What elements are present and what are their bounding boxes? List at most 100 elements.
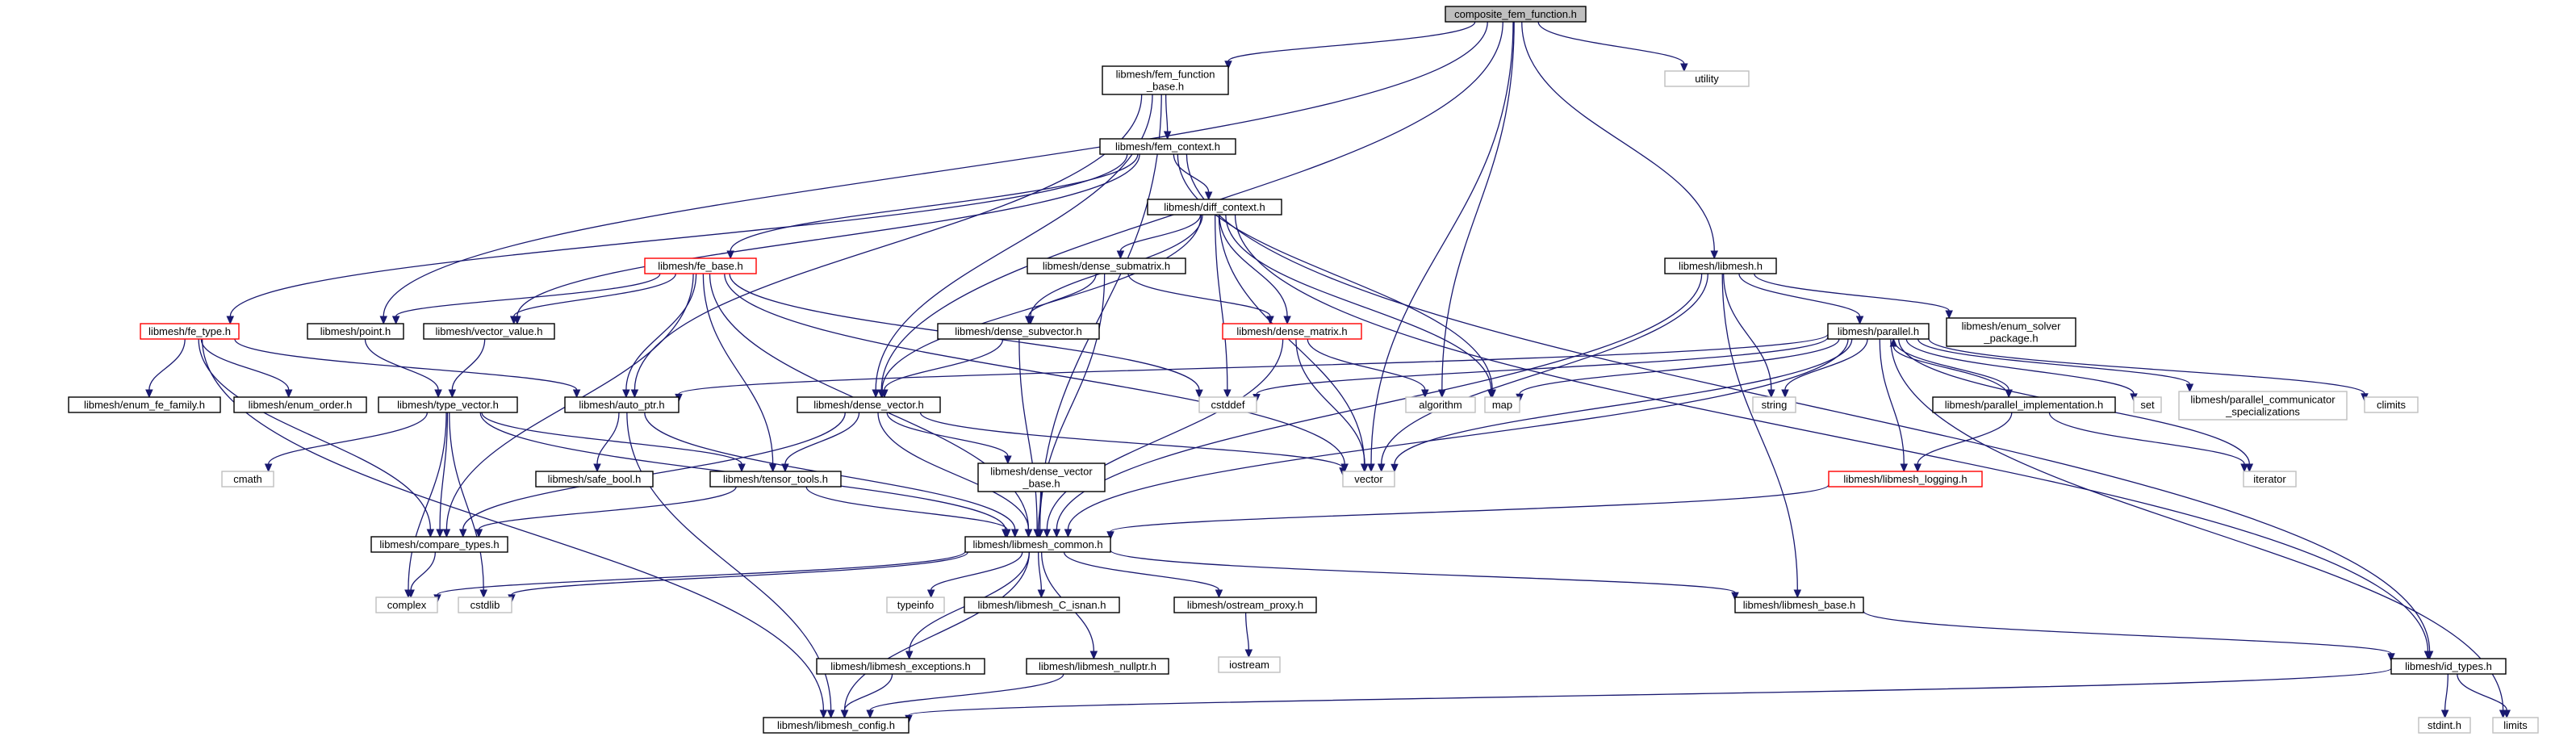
edge-id_types-to-limits xyxy=(2457,673,2511,719)
node-label: libmesh/parallel_implementation.h xyxy=(1945,399,2104,411)
node-libmesh-C-isnan[interactable]: libmesh/libmesh_C_isnan.h xyxy=(964,596,1120,613)
node-vector-value[interactable]: libmesh/vector_value.h xyxy=(423,323,555,340)
node-box xyxy=(886,596,945,613)
edge-id_types-to-stdint xyxy=(2440,673,2449,719)
edge-diff_context-to-cstddef xyxy=(1214,214,1232,399)
node-label: libmesh/libmesh_exceptions.h xyxy=(830,660,970,672)
node-set: set xyxy=(2133,396,2162,413)
edge-root-to-fem_function_base xyxy=(1224,21,1476,69)
node-box xyxy=(2390,658,2507,675)
node-libmesh-logging[interactable]: libmesh/libmesh_logging.h xyxy=(1828,471,1983,488)
node-algorithm: algorithm xyxy=(1405,396,1476,413)
node-fe-base[interactable]: libmesh/fe_base.h xyxy=(644,257,757,274)
node-string: string xyxy=(1752,396,1796,413)
edge-libmesh_common-to-libmesh_C_isnan xyxy=(1037,551,1046,599)
node-box xyxy=(964,596,1120,613)
node-label: libmesh/enum_solver xyxy=(1962,320,2062,333)
node-box xyxy=(1026,658,1169,675)
edge-fe_type-to-enum_order xyxy=(200,338,293,399)
node-libmesh-h[interactable]: libmesh/libmesh.h xyxy=(1664,257,1777,274)
node-box xyxy=(1405,396,1476,413)
node-label: libmesh/dense_matrix.h xyxy=(1236,325,1347,337)
node-label: cstdlib xyxy=(470,599,500,611)
node-point[interactable]: libmesh/point.h xyxy=(307,323,404,340)
node-box xyxy=(797,396,941,413)
edge-fe_type-to-libmesh_config xyxy=(201,338,828,719)
node-label: libmesh/libmesh.h xyxy=(1679,260,1763,272)
node-type-vector[interactable]: libmesh/type_vector.h xyxy=(378,396,518,413)
node-label: libmesh/libmesh_config.h xyxy=(777,719,895,731)
node-libmesh-common[interactable]: libmesh/libmesh_common.h xyxy=(964,536,1111,553)
node-ostream-proxy[interactable]: libmesh/ostream_proxy.h xyxy=(1173,596,1317,613)
node-root[interactable]: composite_fem_function.h xyxy=(1445,6,1587,23)
node-fe-type[interactable]: libmesh/fe_type.h xyxy=(140,323,240,340)
node-safe-bool[interactable]: libmesh/safe_bool.h xyxy=(535,471,654,488)
edge-root-to-libmesh_h xyxy=(1521,21,1719,260)
node-parallel[interactable]: libmesh/parallel.h xyxy=(1827,323,1930,340)
node-fem-context[interactable]: libmesh/fem_context.h xyxy=(1099,138,1236,155)
node-dense-vector-base[interactable]: libmesh/dense_vector_base.h xyxy=(977,462,1106,492)
node-label: libmesh/id_types.h xyxy=(2405,660,2492,672)
node-parallel-implementation[interactable]: libmesh/parallel_implementation.h xyxy=(1932,396,2116,413)
node-box xyxy=(1218,656,1281,673)
node-box xyxy=(378,396,518,413)
node-enum-fe-family[interactable]: libmesh/enum_fe_family.h xyxy=(68,396,221,413)
node-id-types[interactable]: libmesh/id_types.h xyxy=(2390,658,2507,675)
node-box xyxy=(2133,396,2162,413)
node-label: complex xyxy=(387,599,427,611)
node-box xyxy=(937,323,1100,340)
node-dense-matrix[interactable]: libmesh/dense_matrix.h xyxy=(1222,323,1362,340)
edge-dense_vector-to-dense_vector_base xyxy=(886,412,1012,465)
edge-dense_submatrix-to-dense_matrix xyxy=(1127,273,1274,325)
node-libmesh-exceptions[interactable]: libmesh/libmesh_exceptions.h xyxy=(816,658,985,675)
edge-parallel-to-map xyxy=(1516,338,1840,403)
node-label: libmesh/auto_ptr.h xyxy=(579,399,664,411)
node-complex: complex xyxy=(375,596,438,613)
node-auto-ptr[interactable]: libmesh/auto_ptr.h xyxy=(564,396,680,413)
node-label: _package.h xyxy=(1983,333,2038,345)
node-box xyxy=(2243,471,2297,488)
edge-vector_value-to-type_vector xyxy=(448,338,486,399)
node-label: iostream xyxy=(1229,659,1269,671)
edge-parallel-to-auto_ptr xyxy=(675,333,1829,403)
edge-parallel-to-parallel_implementation xyxy=(1892,338,2013,399)
edge-fem_context-to-vector_value xyxy=(513,153,1140,325)
node-label: libmesh/compare_types.h xyxy=(379,538,499,550)
node-compare-types[interactable]: libmesh/compare_types.h xyxy=(370,536,508,553)
edge-parallel_implementation-to-iterator xyxy=(2048,412,2248,473)
edge-libmesh_base-to-id_types xyxy=(1863,610,2395,663)
node-enum-solver-package[interactable]: libmesh/enum_solver_package.h xyxy=(1946,317,2076,347)
node-dense-submatrix[interactable]: libmesh/dense_submatrix.h xyxy=(1027,257,1186,274)
node-utility: utility xyxy=(1664,70,1750,87)
edge-layer xyxy=(145,21,2511,724)
edge-compare_types-to-complex xyxy=(407,551,437,599)
node-cstdlib: cstdlib xyxy=(458,596,512,613)
node-libmesh-config[interactable]: libmesh/libmesh_config.h xyxy=(763,717,910,734)
edge-diff_context-to-id_types xyxy=(1234,214,2432,660)
node-box xyxy=(375,596,438,613)
node-box xyxy=(977,462,1106,492)
node-label: libmesh/fem_function xyxy=(1116,69,1215,81)
edge-libmesh_common-to-libmesh_config xyxy=(840,551,1031,719)
node-fem-function-base[interactable]: libmesh/fem_function_base.h xyxy=(1102,65,1229,95)
edge-tensor_tools-to-libmesh_common xyxy=(805,486,1011,538)
node-diff-context[interactable]: libmesh/diff_context.h xyxy=(1147,199,1282,216)
node-label: libmesh/dense_vector xyxy=(990,466,1093,478)
node-dense-subvector[interactable]: libmesh/dense_subvector.h xyxy=(937,323,1100,340)
edge-root-to-vector xyxy=(1367,21,1514,473)
edge-parallel-to-vector xyxy=(1390,338,1853,473)
node-label: libmesh/enum_order.h xyxy=(249,399,353,411)
edge-libmesh_logging-to-libmesh_common xyxy=(1106,484,1830,540)
node-libmesh-nullptr[interactable]: libmesh/libmesh_nullptr.h xyxy=(1026,658,1169,675)
node-label: string xyxy=(1762,399,1788,411)
node-label: libmesh/fe_base.h xyxy=(658,260,743,272)
node-dense-vector[interactable]: libmesh/dense_vector.h xyxy=(797,396,941,413)
edge-fe_type-to-enum_fe_family xyxy=(145,338,186,399)
node-box xyxy=(1173,596,1317,613)
node-label: libmesh/tensor_tools.h xyxy=(723,473,828,485)
node-enum-order[interactable]: libmesh/enum_order.h xyxy=(233,396,367,413)
node-libmesh-base[interactable]: libmesh/libmesh_base.h xyxy=(1734,596,1864,613)
node-tensor-tools[interactable]: libmesh/tensor_tools.h xyxy=(709,471,842,488)
node-box xyxy=(1445,6,1587,23)
